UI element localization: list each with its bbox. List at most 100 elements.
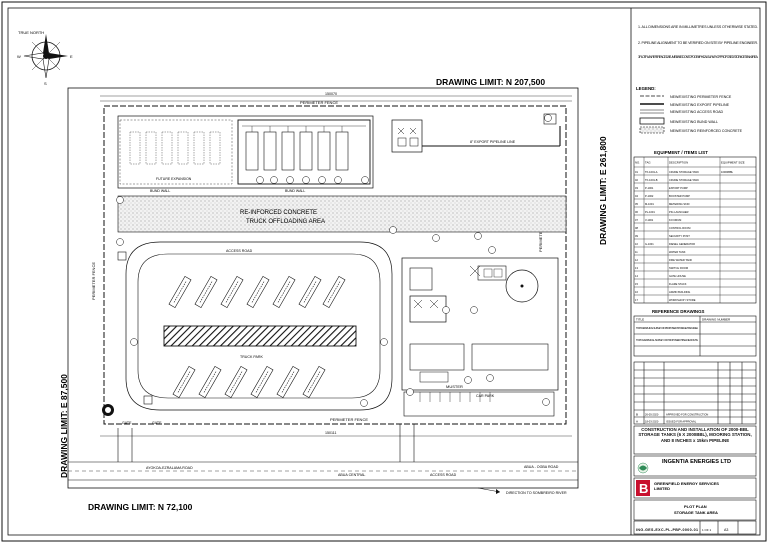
ref-header-title: TITLE [636,318,644,322]
equipment-cell: WORKSHOP / STORE [669,298,696,302]
truck-offloading-area [117,195,567,233]
muster-label: MUSTER [446,384,463,389]
trucks-top-row [168,275,346,309]
equipment-header: DESCRIPTION [669,161,688,165]
equipment-cell: 02 [635,178,638,182]
legend-pipeline: NEW/EXISTING EXPORT PIPELINE [670,103,730,107]
compass-north-label: TRUE NORTH [18,30,44,35]
equipment-cell: 15 [635,282,638,286]
legend-road: NEW/EXISTING ACCESS ROAD [670,110,724,114]
rev-b: B [636,413,638,417]
car-park-label: CAR PARK [476,394,495,398]
equipment-cell: WATER TANK [669,250,686,254]
notes: 1. ALL DIMENSIONS ARE IN MILLIMETRES UNL… [638,25,758,59]
equipment-cell: SECURITY POST [669,234,690,238]
truck-park-road-outer [125,241,393,411]
equipment-cell: 06 [635,210,638,214]
perimeter-fence-label-bottom: PERIMETER FENCE [330,417,368,422]
rev-a-desc: ISSUED FOR APPROVAL [666,420,697,424]
ayokoa-road-label: AYOKOA-EZRALAMA ROAD [146,466,193,470]
equipment-cell: M-1001 [645,202,654,206]
rev-a-date: 18-03-2020 [645,420,659,424]
contractor-logo-letter: B [639,481,648,496]
equipment-cell: TK-1001-A [645,170,658,174]
equipment-cell: 08 [635,226,638,230]
drawing-title-2: STORAGE TANK AREA [674,510,718,515]
limit-east-right: DRAWING LIMIT: E 261,800 [598,136,608,245]
legend-bund: NEW/EXISTING BUND WALL [670,120,718,124]
dim-top: 150070 [325,92,337,96]
limit-north-bottom: DRAWING LIMIT: N 72,100 [88,502,193,512]
gate-label-left: GATE [122,421,132,425]
ref-header-number: DRAWING NUMBER [702,318,731,322]
reference-drawings: REFERENCE DRAWINGS TITLE DRAWING NUMBER … [633,309,757,357]
bund-wall-label-left: BUND WALL [150,189,170,193]
perimeter-fence [103,105,567,425]
dim-bottom: 150111 [325,431,336,435]
equipment-cell: BOOSTER PUMP [669,194,690,198]
equipment-cell: 03 [635,186,638,190]
drawing-number-block: ING-GES-EXC-PL-PBP-0000-01 1 OF 1 A3 [633,520,757,535]
equipment-cell: FIRE WATER TANK [669,258,692,262]
contractor-name: GREENFIELD ENERGY SERVICES [654,481,719,486]
note-3: 3. PLOT PLAN REFERENCE DATUM IS BASED ON… [638,55,758,59]
equipment-cell: KO DRUM [669,218,681,222]
truck-offloading-label: TRUCK OFFLOADING AREA [246,219,325,225]
north-arrow-icon: TRUE NORTH E S W [17,30,73,86]
equipment-cell: ADMIN BUILDING [669,290,690,294]
equipment-cell: 04 [635,194,638,198]
perimeter-fence-label-left: PERIMETER FENCE [91,262,96,300]
ref-row-1: TOPOGRAPHICAL SURVEY OF PROPOSED STORAGE… [636,326,698,330]
project-title-block: CONSTRUCTION AND INSTALLATION OF 2000-BB… [633,425,757,455]
perimeter-fence-label-right: PERIMETER FENCE [538,214,543,252]
equipment-cell: 01 [635,170,638,174]
contractor-block: B GREENFIELD ENERGY SERVICES LIMITED [633,477,757,499]
equipment-cell: 10000BBL [721,170,734,174]
equipment-cell: V-1001 [645,218,654,222]
export-pipeline-label: 8" EXPORT PIPELINE LINE [470,140,516,144]
contractor-limited: LIMITED [654,486,670,491]
equipment-cell: 11 [635,250,638,254]
equipment-cell: CONTROL ROOM [669,226,690,230]
item-callouts [116,114,552,407]
truck-park-road-inner [137,253,381,399]
compass-south-label: S [44,81,47,86]
future-tank-outlines [129,131,221,165]
bund-wall-label: BUND WALL [285,189,305,193]
equipment-cell: GATE HOUSE [669,274,686,278]
equipment-cell: TK-1001-B [645,178,658,182]
equipment-cell: FLARE STACK [669,282,687,286]
truck-park-median [163,325,357,347]
project-title: CONSTRUCTION AND INSTALLATION OF 2000-BB… [638,427,752,443]
drawing-number: ING-GES-EXC-PL-PBP-0000-01 [636,528,698,532]
equipment-cell: P-1001 [645,186,654,190]
direction-river-label: DIRECTION TO SOMBREIRO RIVER [506,491,567,495]
equipment-header: EQUIPMENT SIZE [721,161,745,165]
note-2: 2. PIPELINE ALIGNMENT TO BE VERIFIED ON … [638,41,758,45]
equipment-cell: EXPORT PUMP [669,186,688,190]
equipment-cell: 09 [635,234,638,238]
legend: LEGEND: NEW/EXISTING PERIMETER FENCE NEW… [636,86,743,134]
equipment-cell: 05 [635,202,638,206]
equipment-cell: P-1002 [645,194,654,198]
equipment-cell: G-1001 [645,242,654,246]
legend-fence: NEW/EXISTING PERIMETER FENCE [670,95,732,99]
equipment-cell: PIG LAUNCHER [669,210,689,214]
water-tank-circle [505,269,539,303]
equipment-cell: 16 [635,290,638,294]
gate-icon [102,251,153,416]
future-expansion-label: FUTURE EXPANSION [156,177,192,181]
site-plan: 150070 150111 PERIMETER FENCE PERIMETER … [68,92,578,495]
sheet-number: 1 OF 1 [702,528,712,532]
equipment-cell: CRUDE STORAGE TANK [669,170,699,174]
equipment-header: NO. [635,161,640,165]
equipment-header: TAG [645,161,651,165]
reinforced-concrete-label: RE-INFORCED CONCRETE [240,210,317,216]
legend-title: LEGEND: [636,86,656,91]
gate-label-right: GATE [152,421,162,425]
limit-east-left: DRAWING LIMIT: E 87,500 [59,374,69,478]
client-block: INGENTIA ENERGIES LTD [633,455,757,477]
drawing-limit-frame [67,87,579,489]
